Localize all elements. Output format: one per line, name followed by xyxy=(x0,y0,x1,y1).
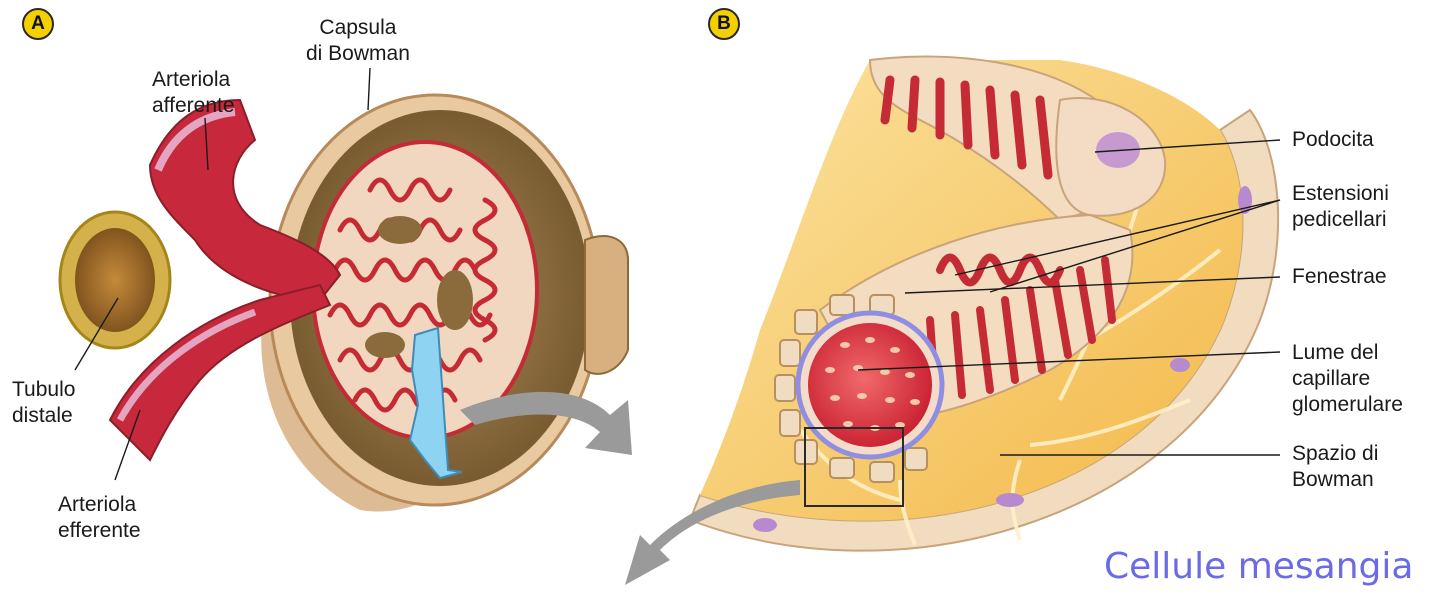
label-spazio-bowman: Spazio di Bowman xyxy=(1292,441,1378,493)
label-fenestrae: Fenestrae xyxy=(1292,264,1387,290)
label-podocita: Podocita xyxy=(1292,127,1374,153)
panel-b-illustration xyxy=(625,57,1278,585)
caption-cellule-mesangiali: Cellule mesangia xyxy=(1104,545,1413,589)
panel-b-badge: B xyxy=(708,8,740,40)
label-arteriola-afferente: Arteriola afferente xyxy=(152,67,235,119)
label-arteriola-efferente: Arteriola efferente xyxy=(58,492,141,544)
label-capsula-bowman: Capsula di Bowman xyxy=(306,15,410,67)
panel-a-illustration xyxy=(60,95,632,512)
label-estensioni-pedicellari: Estensioni pedicellari xyxy=(1292,181,1389,233)
label-tubulo-distale: Tubulo distale xyxy=(12,377,75,429)
label-lume-capillare: Lume del capillare glomerulare xyxy=(1292,340,1403,418)
panel-a-badge: A xyxy=(22,8,54,40)
